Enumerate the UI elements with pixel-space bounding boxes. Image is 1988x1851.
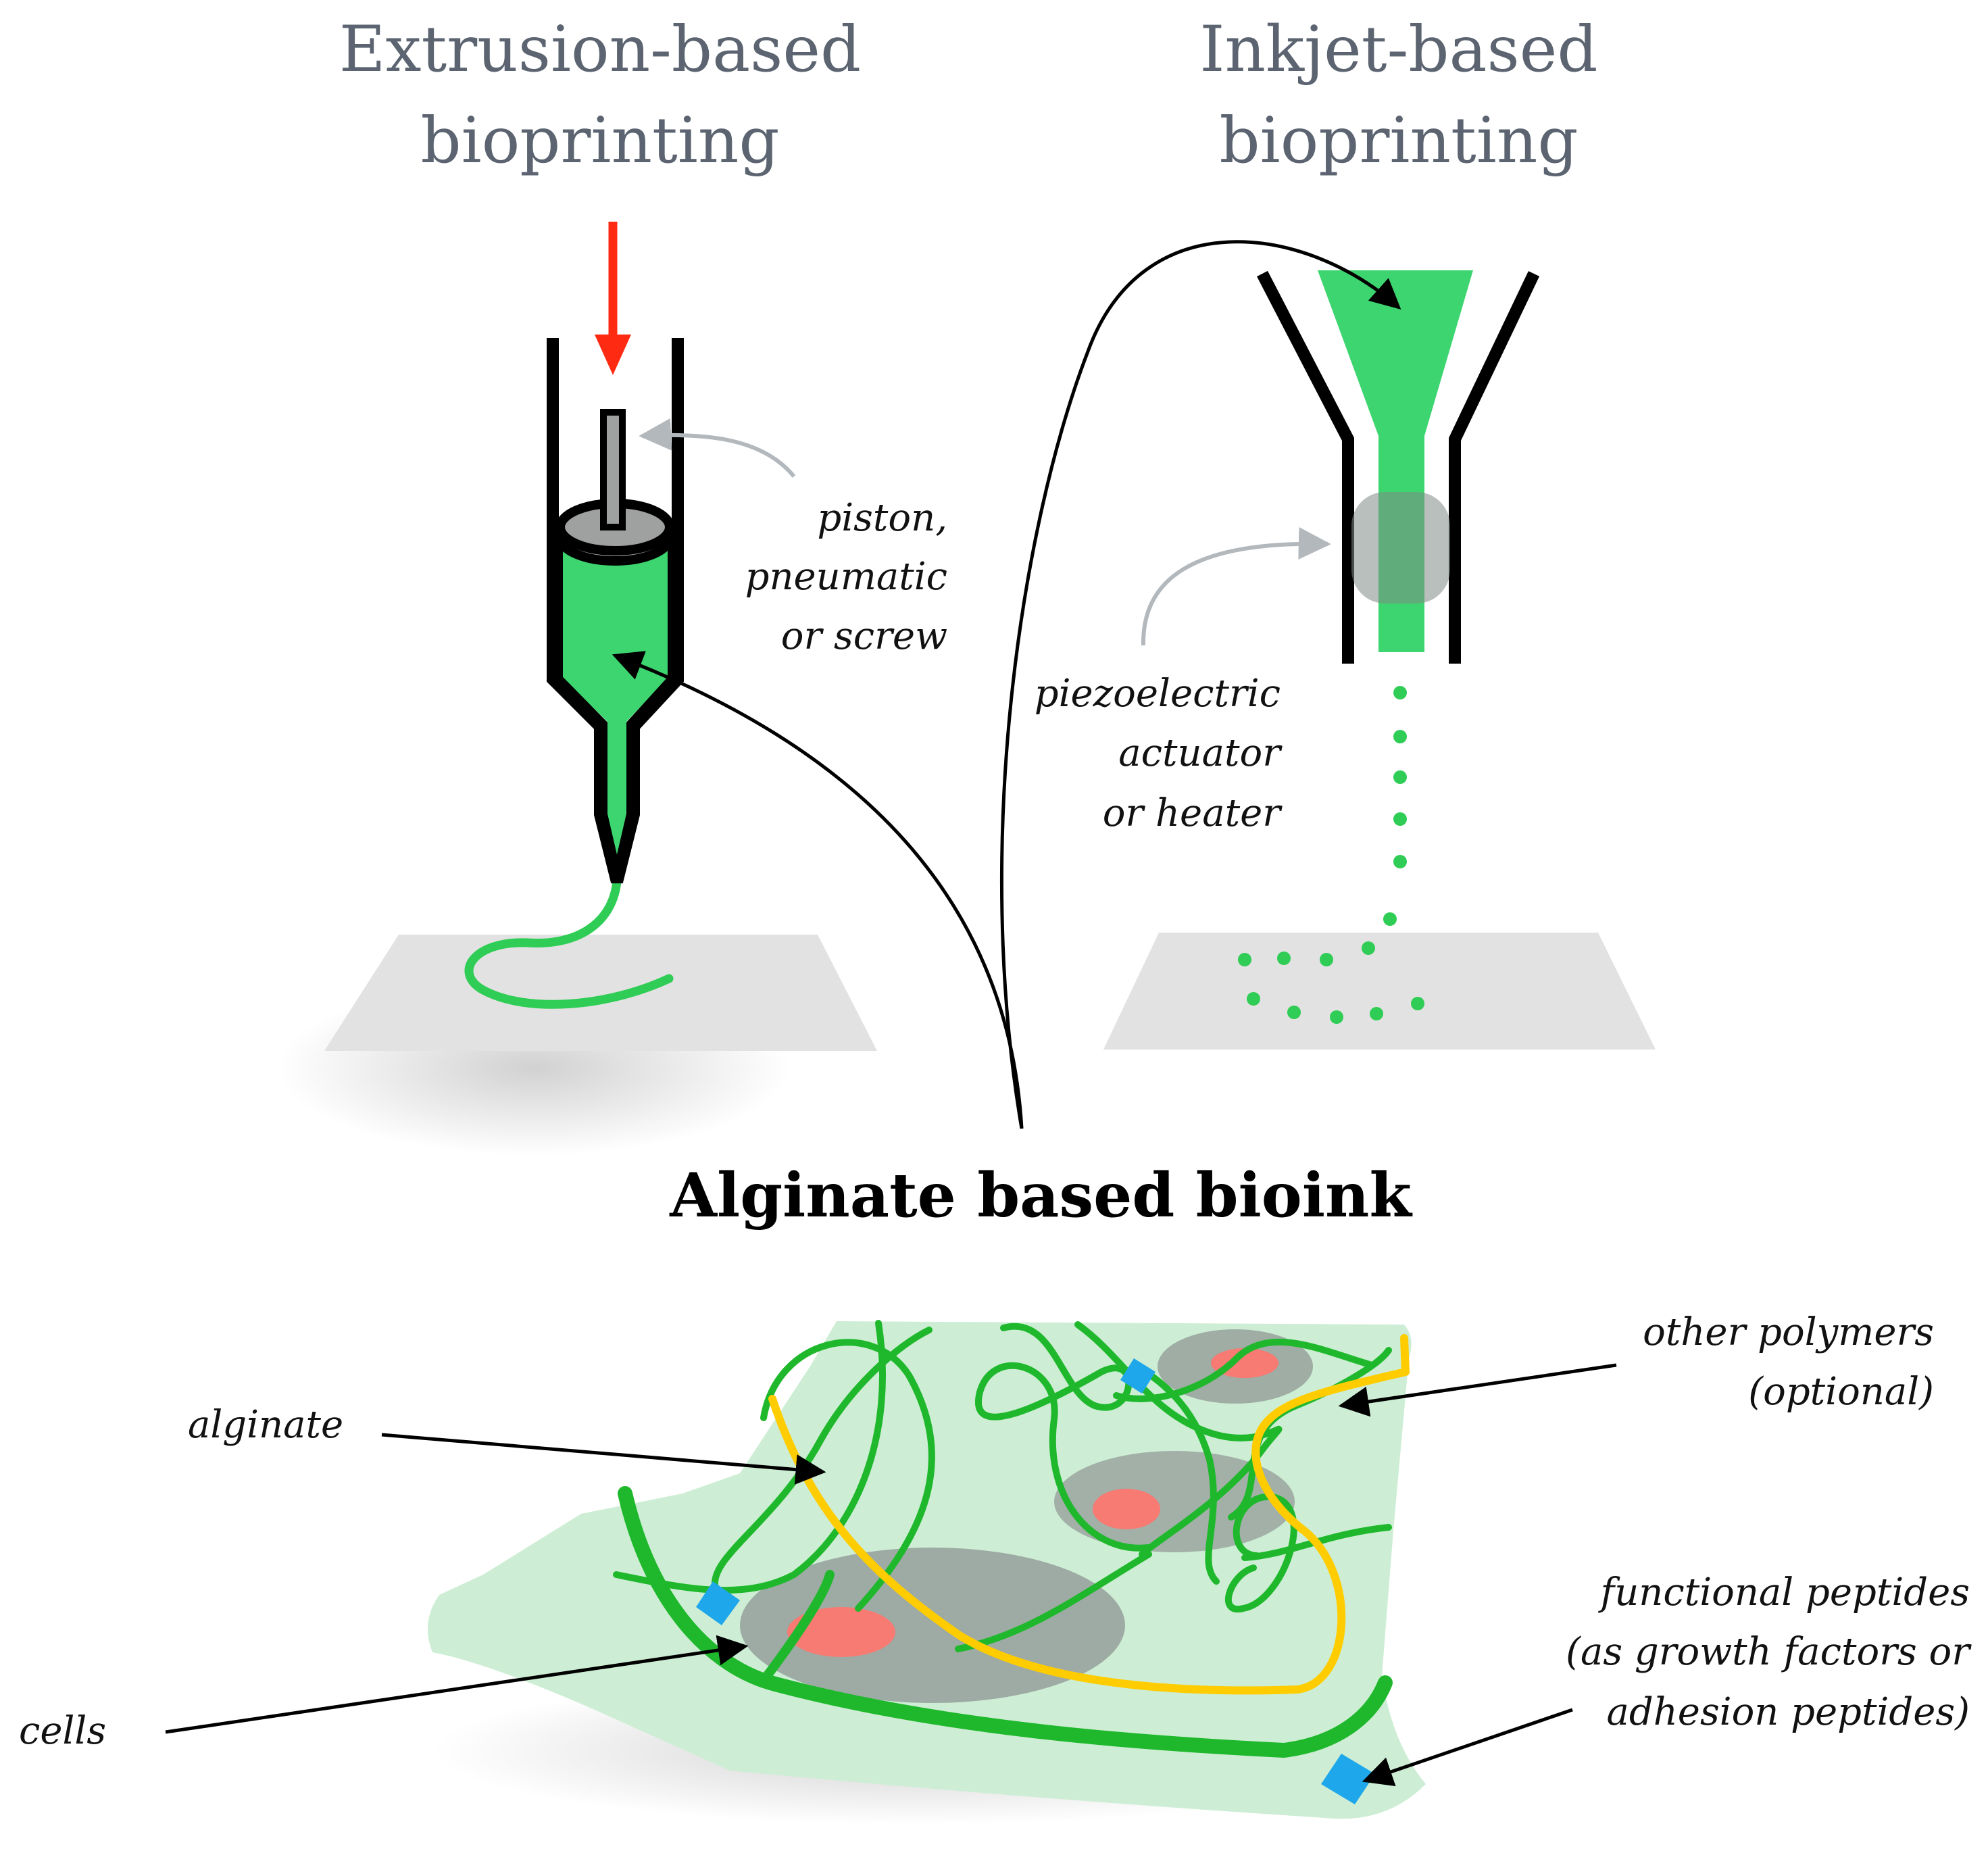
alginate-backbone — [618, 1486, 1393, 1758]
piezo-pointer-arrow — [1141, 526, 1331, 646]
down-arrow-icon — [595, 222, 631, 375]
extrusion-title-line2: bioprinting — [420, 104, 779, 178]
peptides-label-line1: functional peptides — [1598, 1571, 1970, 1614]
other-polymer-strand — [768, 1334, 1410, 1695]
diamond-icon — [696, 1358, 1375, 1804]
peptide-bottom — [1321, 1754, 1375, 1804]
inkjet-printer — [1103, 270, 1656, 1050]
cells-label: cells — [19, 1709, 106, 1753]
bioink-heading: Alginate based bioink — [669, 1160, 1412, 1231]
piezo-label-line1: piezoelectric — [1035, 672, 1281, 716]
piston-label-line1: piston, — [817, 496, 947, 540]
alginate-label: alginate — [188, 1403, 343, 1447]
bioink-in-syringe — [561, 537, 670, 872]
piston-rod — [600, 409, 626, 530]
peptides-label-line3: adhesion peptides) — [1607, 1690, 1970, 1734]
peptide-left — [696, 1581, 740, 1625]
peptides-pointer — [1362, 1708, 1573, 1787]
extrusion-printer — [277, 222, 877, 1156]
inkjet-head-left-wall — [1257, 270, 1354, 664]
extrusion-title-line1: Extrusion-based — [339, 13, 861, 87]
other-polymers-label-line1: other polymers — [1643, 1310, 1934, 1354]
piezo-label-line3: or heater — [1103, 791, 1283, 835]
bioink-funnel — [1318, 270, 1473, 652]
other-polymers-pointer — [1338, 1363, 1617, 1417]
cell-large-nucleus — [787, 1607, 895, 1657]
extrusion-print-bed — [324, 935, 877, 1051]
ink-droplets — [1238, 686, 1424, 1024]
piston-label-line2: pneumatic — [745, 555, 947, 599]
peptide-top — [1120, 1358, 1155, 1393]
cells-pointer — [165, 1635, 749, 1734]
alginate-pointer — [381, 1433, 826, 1485]
piezoelectric-actuator — [1351, 492, 1450, 603]
other-polymers-label-line2: (optional) — [1748, 1370, 1934, 1414]
piezo-label-line2: actuator — [1118, 731, 1283, 775]
piston-pointer-arrow — [639, 418, 796, 478]
inkjet-print-bed — [1103, 933, 1656, 1050]
cell-middle-nucleus — [1093, 1489, 1160, 1529]
syringe-wall-overlay — [552, 534, 678, 880]
peptides-label-line2: (as growth factors or — [1566, 1630, 1972, 1674]
alginate-backbone-branch — [762, 1570, 835, 1681]
bioink-connector-to-inkjet — [999, 240, 1401, 1129]
bioink-matrix — [427, 1320, 1426, 1825]
inkjet-head-right-wall — [1449, 271, 1540, 664]
extruded-filament — [464, 877, 674, 1009]
inkjet-title-line1: Inkjet-based — [1199, 13, 1597, 87]
piston-label-line3: or screw — [781, 614, 947, 658]
inkjet-title-line2: bioprinting — [1219, 104, 1578, 178]
